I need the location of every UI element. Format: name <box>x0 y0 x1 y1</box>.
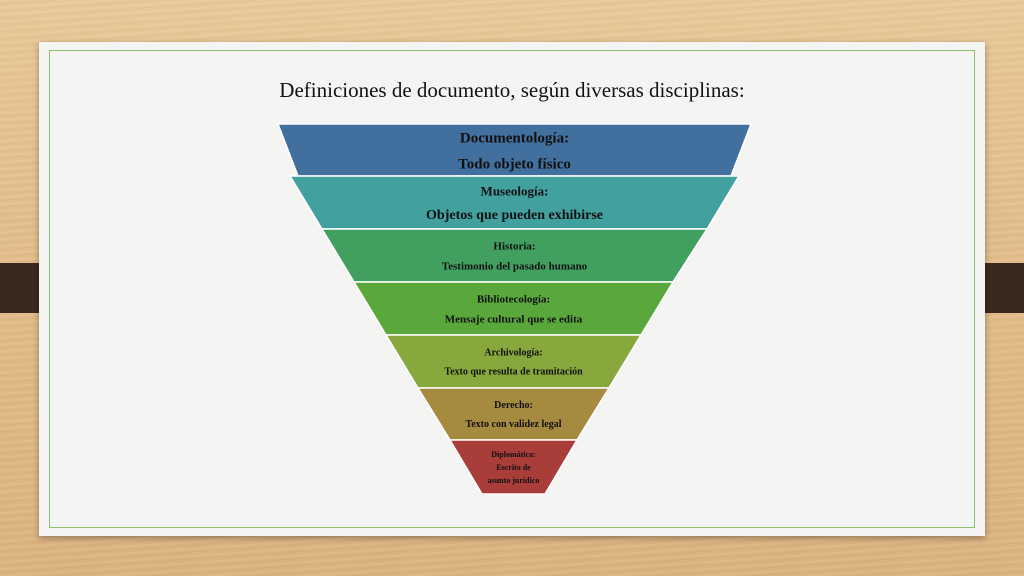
funnel-level-definition: Texto con validez legal <box>465 419 561 430</box>
funnel-level-definition: Todo objeto físico <box>458 156 571 172</box>
funnel-level: Archivología: Texto que resulta de tramit… <box>384 334 643 389</box>
funnel-level: Historia: Testimonio del pasado humano <box>320 228 709 283</box>
funnel-level: Diplomática: Escrito de asunto jurídico <box>448 439 579 495</box>
funnel-level-name: Diplomática: <box>491 450 535 459</box>
funnel-level-name: Museología: <box>481 184 549 199</box>
slide-frame <box>49 50 975 528</box>
funnel-level-shape <box>448 439 579 495</box>
funnel-level-shape <box>352 281 675 336</box>
funnel-level-definition: Testimonio del pasado humano <box>442 260 588 272</box>
funnel-level-name: Historia: <box>493 240 535 252</box>
funnel-level-shape <box>384 334 643 389</box>
funnel-level-definition: Texto que resulta de tramitación <box>444 367 583 378</box>
funnel-level-name: Derecho: <box>494 400 533 411</box>
funnel-level: Museología: Objetos que pueden exhibirse <box>288 175 741 230</box>
funnel-level-shape <box>320 228 709 283</box>
funnel-level-name: Documentología: <box>460 130 569 146</box>
funnel-level: Bibliotecología: Mensaje cultural que se … <box>352 281 675 336</box>
funnel-level-definition: Escrito de <box>496 463 531 472</box>
funnel-level-shape <box>416 387 611 441</box>
funnel-level-name: Archivología: <box>484 348 542 359</box>
funnel-level: Derecho: Texto con validez legal <box>416 387 611 441</box>
funnel-level-definition: Objetos que pueden exhibirse <box>426 208 603 223</box>
funnel-level-definition: Mensaje cultural que se edita <box>445 313 583 325</box>
funnel-level-name: Bibliotecología: <box>477 293 550 305</box>
funnel-level: Documentología: Todo objeto físico <box>276 123 753 177</box>
funnel-level-definition: asunto jurídico <box>488 476 540 485</box>
slide-title: Definiciones de documento, según diversa… <box>279 78 745 102</box>
